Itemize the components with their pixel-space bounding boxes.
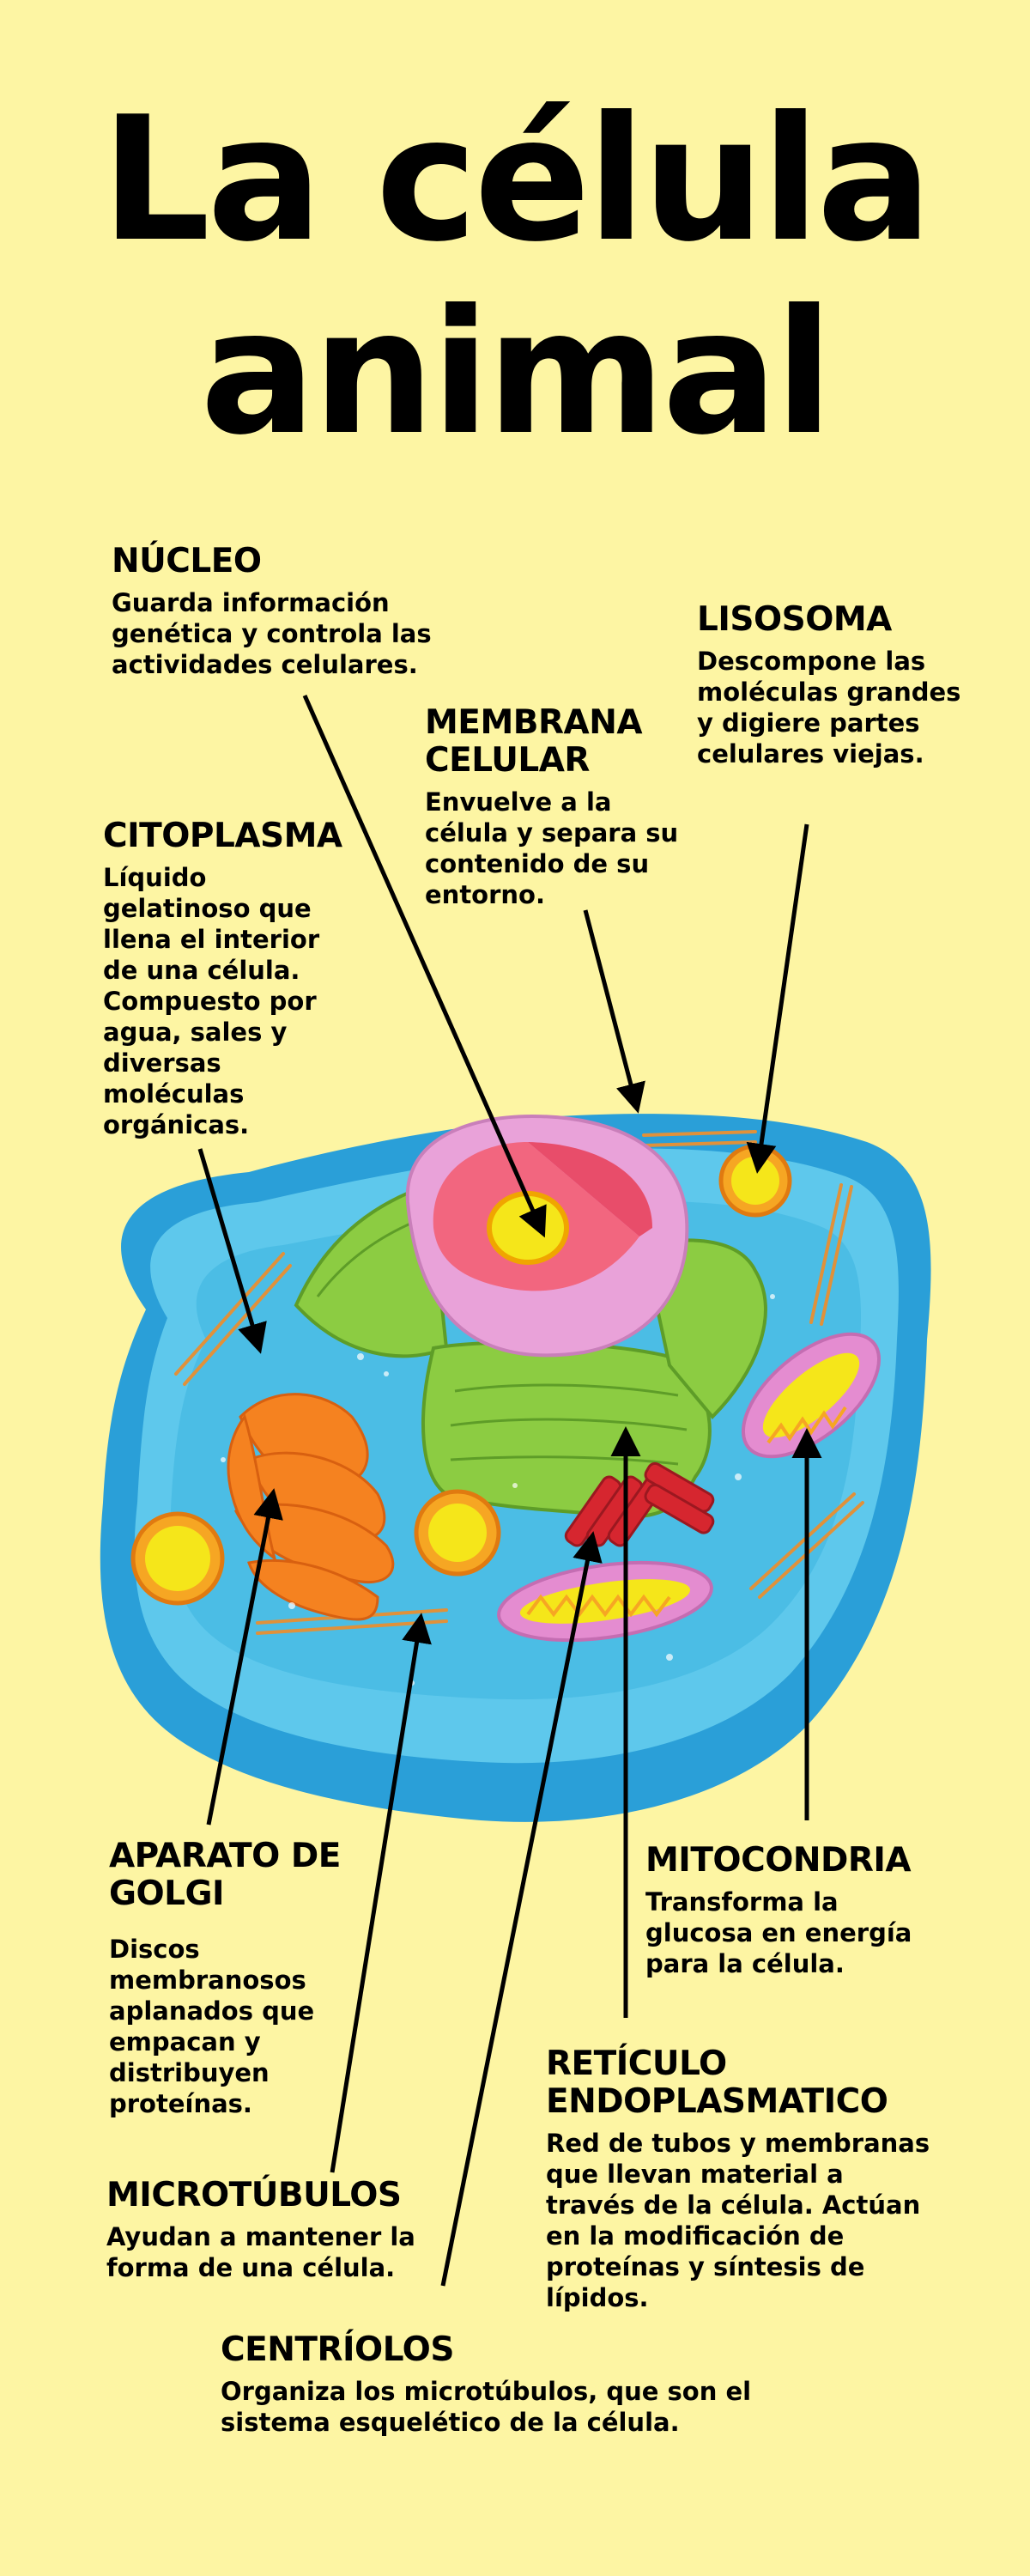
label-membrana: MEMBRANA CELULAR Envuelve a la célula y … [425,704,691,910]
reticulo-text: Red de tubos y membranas que llevan mate… [546,2129,930,2312]
label-microtubulos: MICROTÚBULOS Ayudan a mantener la forma … [106,2177,450,2283]
centriolos-heading: CENTRÍOLOS [221,2330,454,2369]
arrow-golgi [206,1488,283,1826]
citoplasma-heading: CITOPLASMA [103,817,342,855]
arrow-membrana [583,909,645,1114]
nucleus-shape [405,1114,689,1358]
lisosoma-heading: LISOSOMA [697,600,892,639]
centrioles [564,1461,715,1547]
lisosoma-text: Descompone las moléculas grandes y digie… [697,647,961,769]
nucleo-text: Guarda información genética y controla l… [112,588,432,679]
arrow-citoplasma [197,1148,267,1354]
label-mitocondria: MITOCONDRIA Transforma la glucosa en ene… [645,1842,929,1979]
microtubulos-text: Ayudan a mantener la forma de una célula… [106,2222,415,2282]
arrow-microtubulos [330,1613,432,2173]
microtubulos-heading: MICROTÚBULOS [106,2176,402,2215]
page-title-line1: La célula [100,80,933,280]
page-title-line2: animal [200,273,833,473]
label-citoplasma: CITOPLASMA Líquido gelatinoso que llena … [103,817,343,1140]
mitocondria-heading: MITOCONDRIA [645,1841,912,1880]
mitocondria-text: Transforma la glucosa en energía para la… [645,1887,912,1978]
golgi-heading: APARATO DE GOLGI [109,1837,341,1913]
arrow-lisosoma [746,823,809,1174]
golgi-apparatus [227,1393,395,1621]
mitochondria [497,1332,882,1643]
membrana-heading: MEMBRANA CELULAR [425,703,643,780]
golgi-text: Discos membranosos aplanados que empacan… [109,1935,315,2118]
label-reticulo: RETÍCULO ENDOPLASMATICO Red de tubos y m… [546,2045,932,2313]
arrow-nucleo [302,694,547,1238]
citoplasma-text: Líquido gelatinoso que llena el interior… [103,863,320,1139]
nucleo-heading: NÚCLEO [112,542,262,580]
reticulo-heading: RETÍCULO ENDOPLASMATICO [546,2044,888,2121]
label-centriolos: CENTRÍOLOS Organiza los microtúbulos, qu… [221,2331,770,2438]
centriolos-text: Organiza los microtúbulos, que son el si… [221,2377,752,2437]
arrow-centriolos [440,1531,603,2287]
label-golgi: APARATO DE GOLGI Discos membranosos apla… [109,1838,375,2119]
lysosomes [130,1144,792,1606]
membrana-text: Envuelve a la célula y separa su conteni… [425,787,679,909]
label-nucleo: NÚCLEO Guarda información genética y con… [112,543,472,680]
label-lisosoma: LISOSOMA Descompone las moléculas grande… [697,601,963,769]
pointer-arrows [197,694,822,2287]
